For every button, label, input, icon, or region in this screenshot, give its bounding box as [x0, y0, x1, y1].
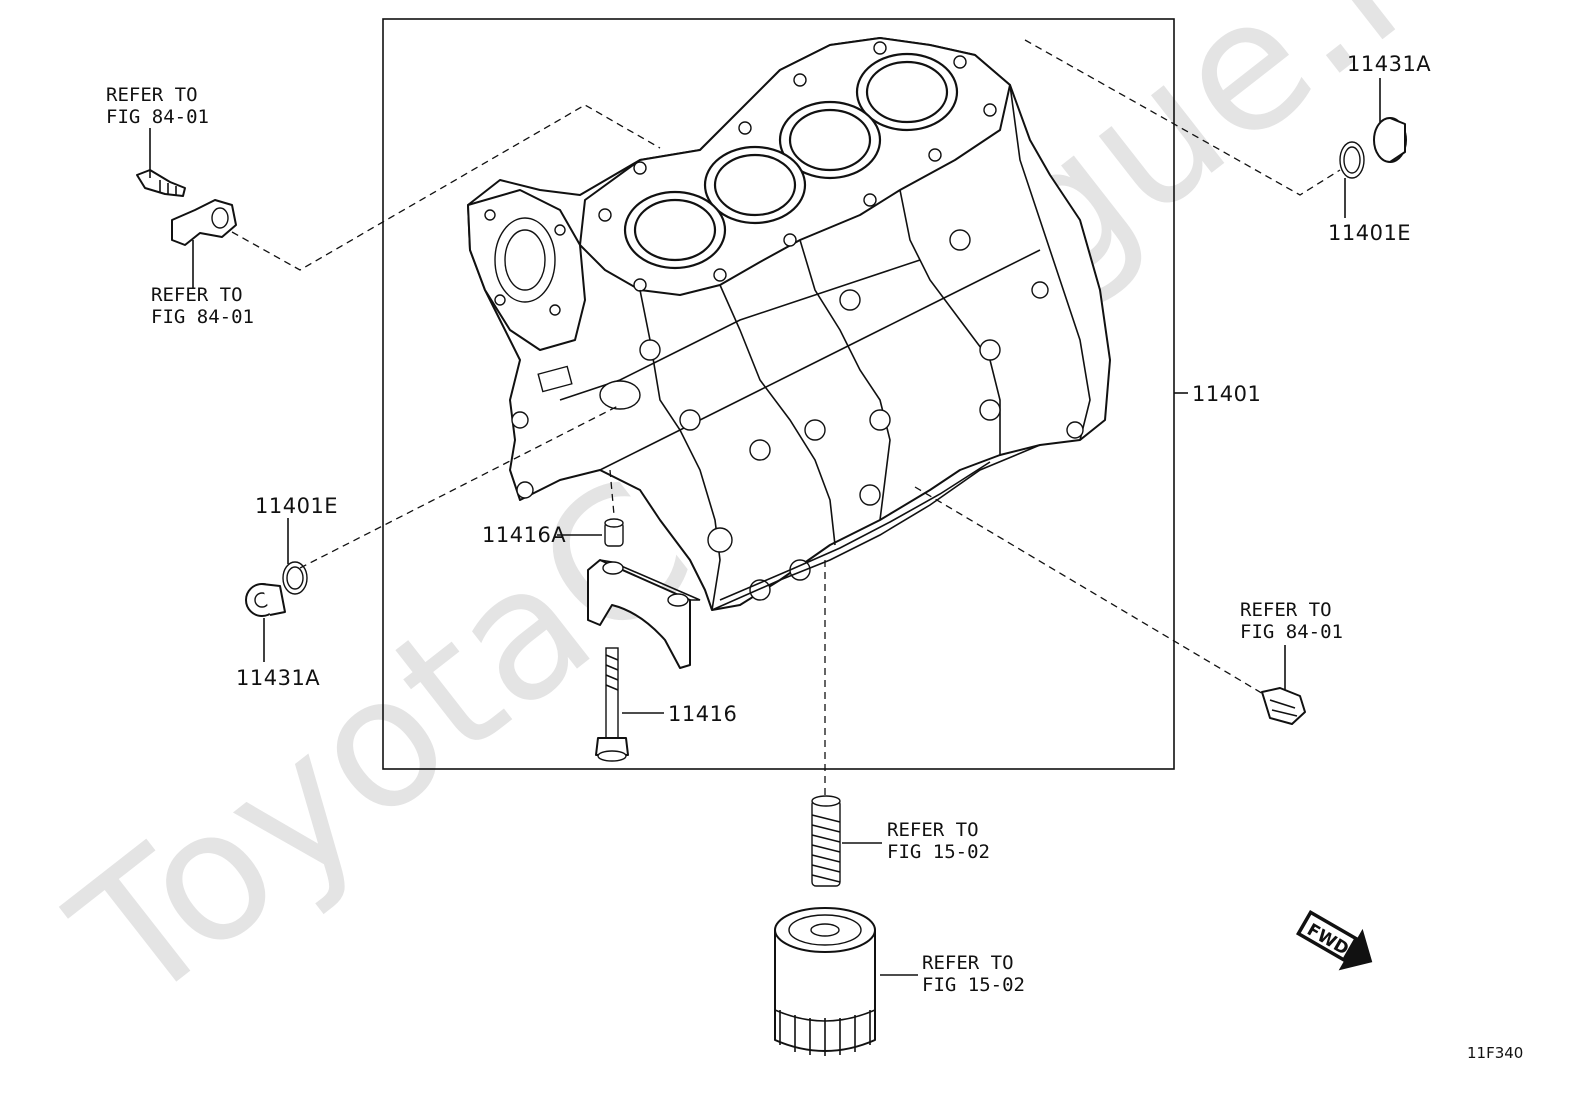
filter-refer-line2: FIG 15-02: [922, 974, 1025, 996]
assembly-frame: [382, 18, 1175, 770]
reference-labels: REFER TO FIG 84-01 REFER TO FIG 84-01 RE…: [106, 84, 1343, 996]
oil-filter: [774, 907, 876, 1056]
mid-left-refer-line2: FIG 84-01: [151, 306, 254, 328]
part-block: 11401: [1192, 382, 1261, 406]
oil-filter-stud: [811, 795, 841, 887]
fwd-arrow: FWD: [1296, 910, 1373, 971]
part-gasket-left: 11401E: [255, 494, 338, 518]
cap-bolt: [595, 647, 629, 762]
part-number-labels: 11431A 11401E 11401 11401E 11431A 11416A…: [236, 52, 1431, 726]
part-bolt: 11416: [668, 702, 737, 726]
plug-left: [245, 561, 308, 617]
top-left-refer-line2: FIG 84-01: [106, 106, 209, 128]
part-gasket-top: 11401E: [1328, 221, 1411, 245]
right-refer-line1: REFER TO: [1240, 599, 1332, 621]
part-plug-top: 11431A: [1347, 52, 1431, 76]
knock-sensor-top-left: [136, 169, 237, 246]
right-refer-line2: FIG 84-01: [1240, 621, 1343, 643]
part-plug-left: 11431A: [236, 666, 320, 690]
top-left-refer-line1: REFER TO: [106, 84, 198, 106]
knock-pin: [604, 518, 624, 547]
diagram-code: 11F340: [1467, 1044, 1523, 1062]
bearing-cap: [587, 559, 701, 669]
mid-left-refer-line1: REFER TO: [151, 284, 243, 306]
part-pin: 11416A: [482, 523, 566, 547]
filter-refer-line1: REFER TO: [922, 952, 1014, 974]
cylinder-block: [467, 37, 1111, 611]
stud-refer-line2: FIG 15-02: [887, 841, 990, 863]
plug-top-right: [1339, 117, 1407, 179]
dashed-leaders: [231, 39, 1341, 795]
knock-sensor-right: [1261, 687, 1306, 725]
stud-refer-line1: REFER TO: [887, 819, 979, 841]
callout-leaders: [149, 78, 1381, 976]
